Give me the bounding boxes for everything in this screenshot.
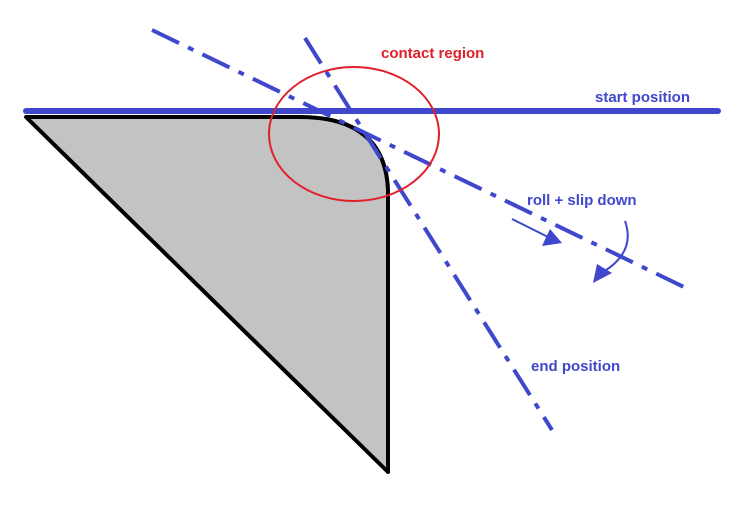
slip-arrow-shaft [511,218,553,240]
corner-shape [24,115,390,474]
roll-slip-line [151,28,687,290]
contact-region-circle [268,66,440,202]
slip-arrow-head [542,229,562,246]
end-position-label: end position [531,358,620,375]
roll-slip-label: roll + slip down [527,192,637,209]
contact-region-label: contact region [381,45,484,62]
start-position-label: start position [595,89,690,106]
roll-arrow-curve [602,220,629,273]
end-position-line [303,36,554,432]
roll-arrow-head [593,264,612,283]
